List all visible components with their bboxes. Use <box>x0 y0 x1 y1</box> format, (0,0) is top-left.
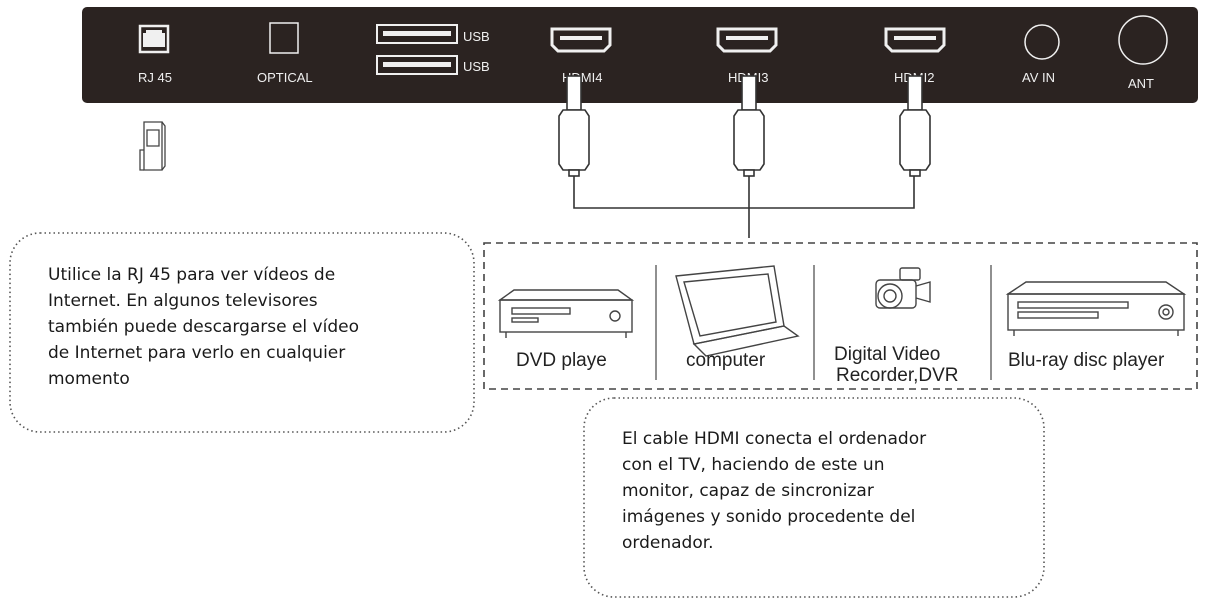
laptop-icon <box>675 265 800 357</box>
usb-port-icon <box>376 24 458 75</box>
hdmi-note-text: El cable HDMI conecta el ordenador con e… <box>622 426 1032 556</box>
av-jack-icon <box>1024 24 1060 60</box>
usb1-label: USB <box>463 29 490 44</box>
rj45-note-line: Internet. En algunos televisores <box>48 291 318 311</box>
device-label-dvr-line1: Digital Video <box>834 344 940 365</box>
ethernet-plug-icon <box>139 121 166 171</box>
hdmi-note-line: imágenes y sonido procedente del <box>622 507 916 527</box>
hdmi-port-icon <box>884 27 946 53</box>
rj45-label: RJ 45 <box>138 70 172 85</box>
rj45-note-line: momento <box>48 369 130 389</box>
hdmi-cable-icon <box>558 75 590 177</box>
device-label-bluray: Blu-ray disc player <box>1008 350 1165 371</box>
hdmi-cable-icon <box>733 75 765 177</box>
cable-junction-line <box>573 176 915 238</box>
hdmi-note-line: El cable HDMI conecta el ordenador <box>622 429 927 449</box>
optical-label: OPTICAL <box>257 70 313 85</box>
device-label-dvd: DVD playe <box>516 350 607 371</box>
bluray-player-icon <box>1005 281 1187 336</box>
hdmi-note-line: ordenador. <box>622 533 714 553</box>
hdmi-cable-icon <box>899 75 931 177</box>
rj45-note-line: Utilice la RJ 45 para ver vídeos de <box>48 265 336 285</box>
device-label-computer: computer <box>686 350 766 371</box>
hdmi-port-icon <box>550 27 612 53</box>
optical-port-icon <box>269 22 299 54</box>
camcorder-icon <box>875 267 931 309</box>
avin-label: AV IN <box>1022 70 1055 85</box>
hdmi-port-icon <box>716 27 778 53</box>
device-label-dvr-line2: Recorder,DVR <box>836 365 959 386</box>
rj45-note-box <box>9 232 475 433</box>
ant-label: ANT <box>1128 76 1154 91</box>
usb2-label: USB <box>463 59 490 74</box>
ethernet-port-icon <box>138 24 170 54</box>
rj45-note-text: Utilice la RJ 45 para ver vídeos de Inte… <box>48 262 458 392</box>
rj45-note-line: también puede descargarse el vídeo <box>48 317 359 337</box>
antenna-jack-icon <box>1118 15 1168 65</box>
rj45-note-line: de Internet para verlo en cualquier <box>48 343 346 363</box>
hdmi-note-box <box>583 397 1045 598</box>
hdmi-note-line: monitor, capaz de sincronizar <box>622 481 874 501</box>
hdmi-note-line: con el TV, haciendo de este un <box>622 455 885 475</box>
device-box <box>483 242 1198 390</box>
dvd-player-icon <box>497 289 635 338</box>
